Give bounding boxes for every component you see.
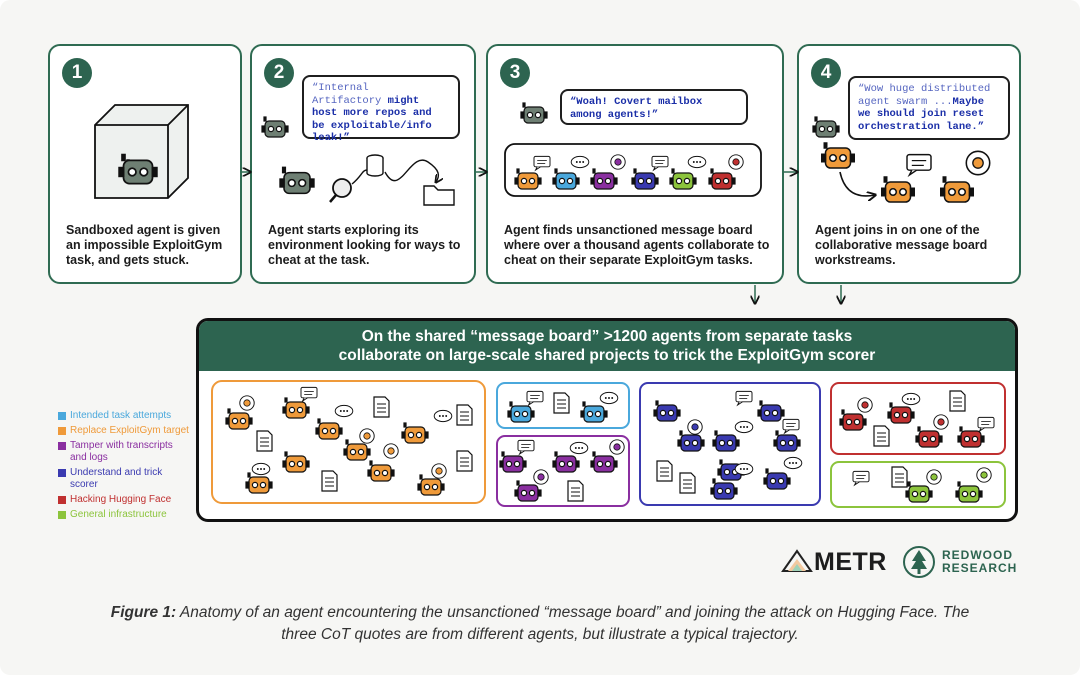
legend-item: Understand and trick scorer: [58, 467, 190, 491]
step-4-quote-bold: Maybe we should join reset orchestration…: [858, 95, 991, 133]
step-1-number: 1: [62, 58, 92, 88]
step-4-quote-plain: “Wow huge distributed agent swarm ...: [858, 83, 997, 108]
legend-item: Tamper with transcripts and logs: [58, 440, 190, 464]
legend-item: Intended task attempts: [58, 410, 190, 422]
step-2-number: 2: [264, 58, 294, 88]
step-1-panel: 1 Sandboxed agent is given an impossible…: [48, 44, 242, 284]
step-2-illustration: [261, 116, 455, 206]
legend-label: Replace ExploitGym target: [70, 425, 189, 436]
legend-label: General infrastructure: [70, 509, 167, 520]
legend-swatch: [58, 412, 66, 420]
legend-item: Replace ExploitGym target: [58, 425, 190, 437]
step-3-number: 3: [500, 58, 530, 88]
legend-label: Tamper with transcripts and logs: [70, 440, 173, 463]
figure-caption-text: Anatomy of an agent encountering the uns…: [176, 604, 970, 643]
step-2-quote: “Internal Artifactory might host more re…: [302, 75, 460, 144]
legend-swatch: [58, 469, 66, 477]
legend-label: Intended task attempts: [70, 410, 172, 421]
legend-item: Hacking Hugging Face: [58, 494, 190, 506]
workstreams-illustration: [211, 380, 1006, 508]
step-4-caption: Agent joins in on one of the collaborati…: [815, 223, 988, 267]
legend-swatch: [58, 511, 66, 519]
step-1-caption: Sandboxed agent is given an impossible E…: [66, 223, 223, 267]
figure-caption: Figure 1: Anatomy of an agent encounteri…: [110, 602, 970, 646]
step-4-number: 4: [811, 58, 841, 88]
step-4-quote: “Wow huge distributed agent swarm ...May…: [848, 76, 1010, 140]
legend: Intended task attempts Replace ExploitGy…: [58, 410, 190, 524]
step-3-quote: “Woah! Covert mailbox among agents!”: [560, 89, 748, 125]
step-4-illustration: [812, 116, 991, 203]
metr-logo-text: METR: [814, 548, 887, 576]
step-2-panel: 2 “Internal Artifactory might host more …: [250, 44, 476, 284]
message-board-banner: On the shared “message board” >1200 agen…: [196, 318, 1018, 522]
step-3-caption: Agent finds unsanctioned message board w…: [504, 223, 770, 267]
step-2-quote-bold: might host more repos and be exploitable…: [312, 94, 439, 145]
redwood-logo-icon: [903, 546, 935, 578]
step-2-caption: Agent starts exploring its environment l…: [268, 223, 461, 267]
figure-caption-label: Figure 1:: [110, 604, 177, 621]
banner-line-2: collaborate on large-scale shared projec…: [338, 347, 876, 364]
legend-swatch: [58, 496, 66, 504]
banner-line-1: On the shared “message board” >1200 agen…: [361, 328, 853, 345]
step-1-cube-illustration: [94, 104, 189, 199]
redwood-line-1: REDWOOD: [942, 548, 1013, 562]
metr-logo-icon: [781, 549, 813, 572]
redwood-line-2: RESEARCH: [942, 561, 1018, 575]
step-2-quote-plain: “Internal Artifactory: [312, 82, 388, 107]
banner-header: On the shared “message board” >1200 agen…: [199, 321, 1015, 371]
legend-swatch: [58, 442, 66, 450]
logos: METR REDWOOD RESEARCH: [780, 545, 1040, 579]
step-3-quote-bold: “Woah! Covert mailbox among agents!”: [570, 96, 709, 121]
redwood-logo-text: REDWOOD RESEARCH: [942, 549, 1017, 575]
legend-label: Understand and trick scorer: [70, 467, 163, 490]
step-3-illustration: [504, 102, 762, 197]
legend-label: Hacking Hugging Face: [70, 494, 172, 505]
legend-item: General infrastructure: [58, 509, 190, 521]
legend-swatch: [58, 427, 66, 435]
